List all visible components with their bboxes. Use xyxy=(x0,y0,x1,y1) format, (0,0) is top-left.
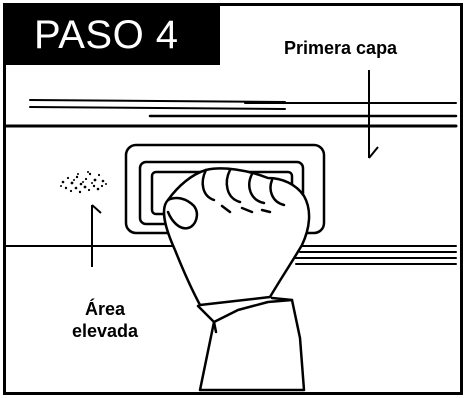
raised-area-label-line2: elevada xyxy=(71,321,139,341)
top-layer-label: Primera capa xyxy=(284,37,398,59)
top-layer-label-text: Primera capa xyxy=(284,38,398,58)
raised-area-label: Área elevada xyxy=(52,298,158,342)
raised-area-arrow xyxy=(91,204,102,267)
hand-drawing xyxy=(162,167,311,392)
step-badge: PASO 4 xyxy=(6,5,220,65)
top-layer-sheet xyxy=(4,99,458,128)
raised-area-label-line1: Área xyxy=(84,299,126,319)
top-layer-arrow xyxy=(368,70,379,159)
raised-area-marks xyxy=(60,171,107,194)
